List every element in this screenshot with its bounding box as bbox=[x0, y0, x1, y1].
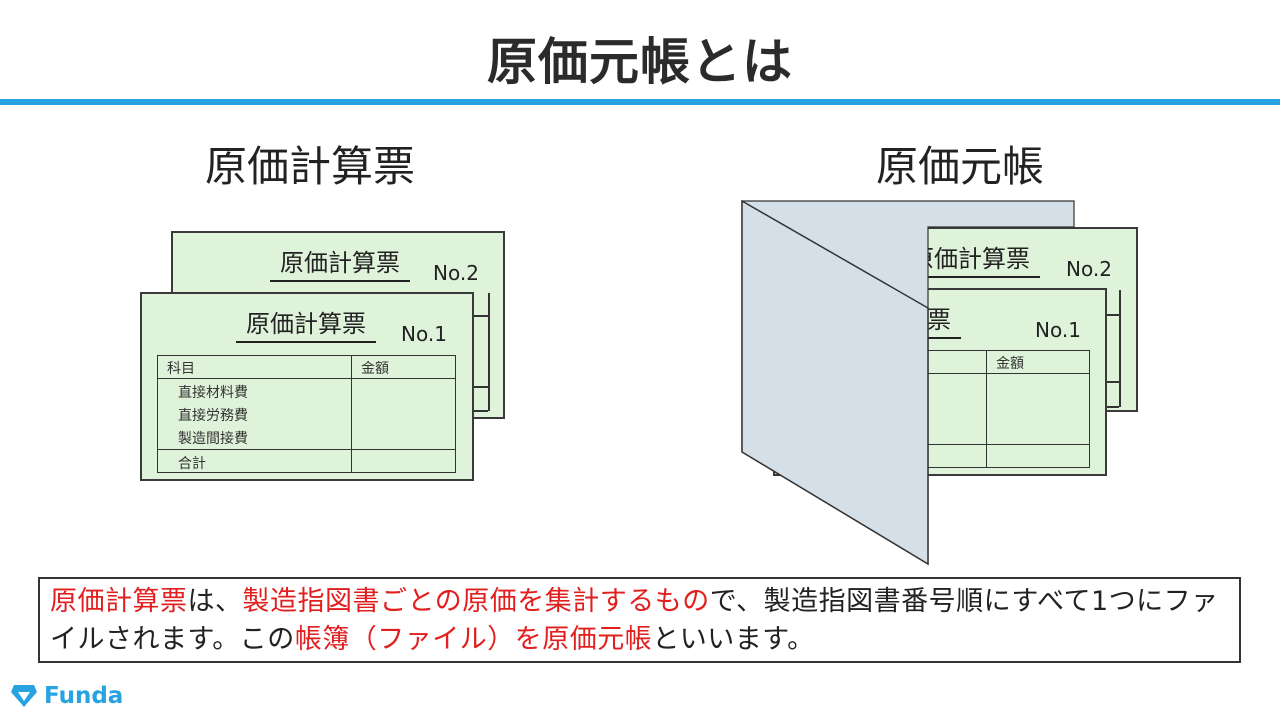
description-text: で、製造指図書番号順にすべて1つにファイルされます。この bbox=[50, 586, 1219, 655]
card-title: 原価計算票 bbox=[900, 239, 1040, 278]
table-edge bbox=[1119, 290, 1121, 407]
description-text: といいます。 bbox=[652, 624, 815, 655]
card-number: No.2 bbox=[1066, 257, 1112, 281]
card-title: 計算票 bbox=[869, 300, 961, 339]
column-divider bbox=[351, 356, 352, 472]
card-number: No.1 bbox=[401, 322, 447, 346]
total-divider bbox=[158, 449, 455, 450]
item-total: 合計 bbox=[178, 456, 206, 472]
funda-logo: Funda bbox=[10, 682, 123, 710]
card-title: 原価計算票 bbox=[270, 243, 410, 282]
diamond-icon bbox=[11, 685, 37, 707]
card-title: 原価計算票 bbox=[236, 304, 376, 343]
cost-sheet-card-1: 原価計算票 No.1 科目 金額 直接材料費 直接労務費 製造間接費 合計 bbox=[140, 292, 474, 481]
item-overhead: 製造間接費 bbox=[178, 431, 248, 447]
description-text: は、 bbox=[187, 586, 243, 617]
logo-text: Funda bbox=[44, 683, 124, 709]
cost-ledger-heading: 原価元帳 bbox=[876, 142, 1045, 191]
subject-header: 科目 bbox=[167, 361, 195, 377]
table-header-row bbox=[791, 351, 1089, 374]
amount-header: 金額 bbox=[361, 361, 389, 377]
cost-sheet-heading: 原価計算票 bbox=[205, 142, 416, 191]
amount-header: 金額 bbox=[996, 356, 1024, 372]
table-edge bbox=[473, 386, 488, 388]
description-box: 原価計算票は、製造指図書ごとの原価を集計するもので、製造指図書番号順にすべて1つ… bbox=[38, 577, 1241, 663]
highlight-cost-sheet: 原価計算票 bbox=[50, 586, 188, 617]
card-number: No.2 bbox=[433, 261, 479, 285]
total-divider bbox=[791, 444, 1089, 445]
table-edge bbox=[1104, 381, 1119, 383]
title-underline bbox=[0, 99, 1280, 105]
item-direct-material: 直接材料費 bbox=[178, 385, 248, 401]
cost-table: 金額 bbox=[790, 350, 1090, 468]
card-number: No.1 bbox=[1035, 318, 1081, 342]
page-title: 原価元帳とは bbox=[487, 33, 793, 91]
table-edge bbox=[488, 293, 490, 411]
table-edge bbox=[473, 315, 488, 317]
column-divider bbox=[986, 351, 987, 467]
table-edge bbox=[1104, 406, 1119, 408]
cost-table: 科目 金額 直接材料費 直接労務費 製造間接費 合計 bbox=[157, 355, 456, 473]
table-header-row bbox=[158, 356, 455, 379]
highlight-ledger: 帳簿（ファイル）を原価元帳 bbox=[294, 624, 653, 655]
item-direct-labor: 直接労務費 bbox=[178, 408, 248, 424]
highlight-definition: 製造指図書ごとの原価を集計するもの bbox=[242, 586, 710, 617]
table-edge bbox=[1104, 314, 1119, 316]
ledger-card-1: 計算票 No.1 金額 bbox=[773, 288, 1107, 476]
table-edge bbox=[473, 410, 488, 412]
